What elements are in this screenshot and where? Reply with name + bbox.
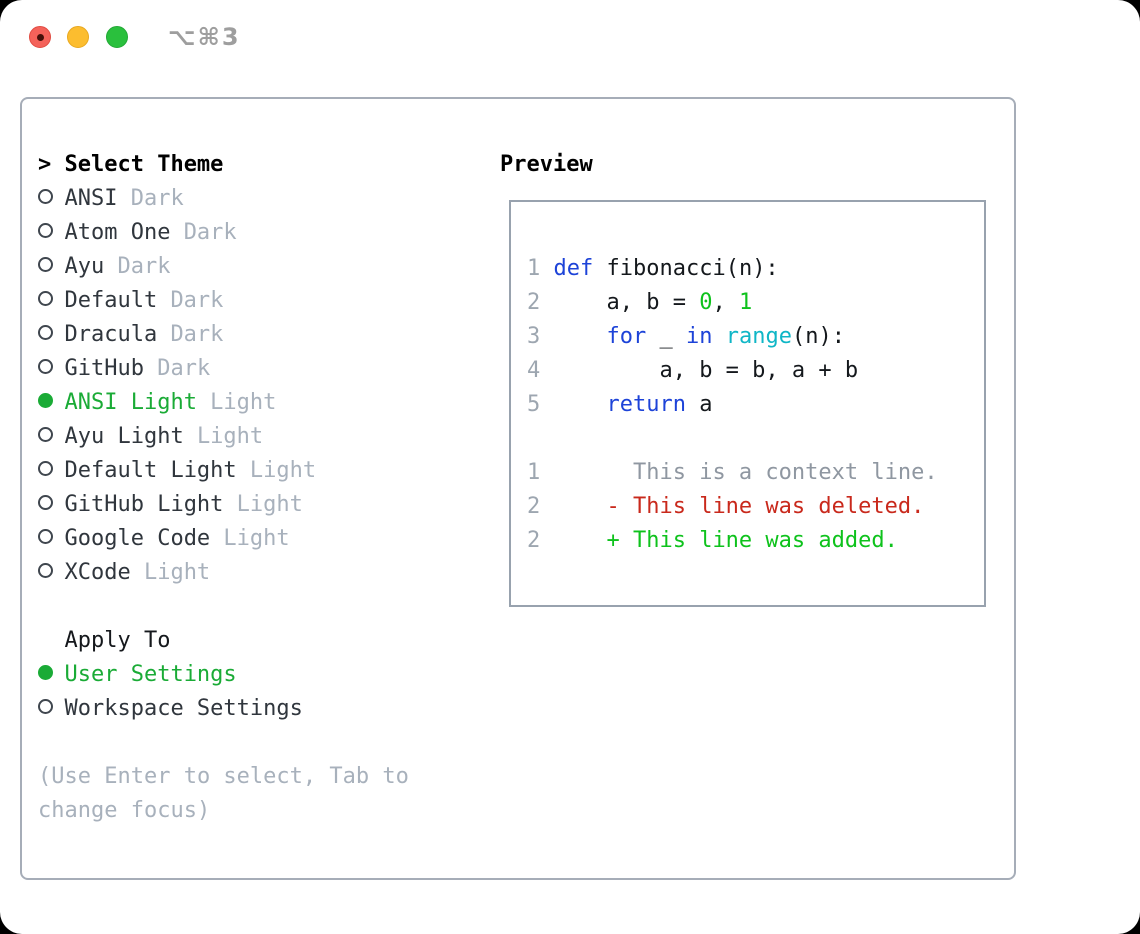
radio-icon xyxy=(38,182,64,216)
apply-to-header: Apply To xyxy=(38,624,409,658)
apply-option-label: Workspace Settings xyxy=(64,696,303,721)
radio-icon xyxy=(38,454,64,488)
code-line: 2 + This line was added. xyxy=(527,528,898,553)
code-line: 2 a, b = 0, 1 xyxy=(527,290,753,315)
theme-variant-tag: Light xyxy=(210,390,277,415)
theme-name: Dracula xyxy=(64,322,158,347)
radio-icon xyxy=(38,318,64,352)
radio-icon xyxy=(38,522,64,556)
prompt-caret-icon: > xyxy=(38,152,52,177)
close-button[interactable] xyxy=(29,26,51,48)
theme-name: ANSI xyxy=(64,186,118,211)
theme-name: Default Light xyxy=(64,458,237,483)
radio-icon xyxy=(38,250,64,284)
theme-option-atom-one-dark[interactable]: Atom One Dark xyxy=(38,216,409,250)
window-title-shortcut: ⌥⌘3 xyxy=(168,23,241,51)
theme-variant-tag: Light xyxy=(236,492,303,517)
apply-option-workspace-settings[interactable]: Workspace Settings xyxy=(38,692,409,726)
theme-option-github-light[interactable]: GitHub Light Light xyxy=(38,488,409,522)
theme-name: Google Code xyxy=(64,526,211,551)
theme-option-dracula-dark[interactable]: Dracula Dark xyxy=(38,318,409,352)
theme-option-ansi-light[interactable]: ANSI Light Light xyxy=(38,386,409,420)
radio-icon xyxy=(38,352,64,386)
radio-icon xyxy=(38,216,64,250)
spacer xyxy=(38,726,409,760)
code-line: 3 for _ in range(n): xyxy=(527,324,845,349)
window-titlebar: ⌥⌘3 xyxy=(0,0,1140,74)
theme-variant-tag: Dark xyxy=(130,186,184,211)
apply-option-label: User Settings xyxy=(64,662,237,687)
theme-option-ansi-dark[interactable]: ANSI Dark xyxy=(38,182,409,216)
zoom-button[interactable] xyxy=(106,26,128,48)
apply-option-user-settings[interactable]: User Settings xyxy=(38,658,409,692)
theme-name: Ayu Light xyxy=(64,424,184,449)
radio-icon xyxy=(38,386,64,420)
radio-icon xyxy=(38,284,64,318)
minimize-button[interactable] xyxy=(67,26,89,48)
select-theme-header: > Select Theme xyxy=(38,148,409,182)
code-line: 5 return a xyxy=(527,392,713,417)
code-line: 1 This is a context line. xyxy=(527,460,938,485)
theme-variant-tag: Light xyxy=(223,526,290,551)
theme-variant-tag: Dark xyxy=(183,220,237,245)
code-line: 1 def fibonacci(n): xyxy=(527,256,779,281)
preview-pane: Preview 1 def fibonacci(n): 2 a, b = 0, … xyxy=(500,148,986,607)
preview-box: 1 def fibonacci(n): 2 a, b = 0, 1 3 for … xyxy=(509,200,986,607)
theme-option-default-light[interactable]: Default Light Light xyxy=(38,454,409,488)
radio-icon xyxy=(38,692,64,726)
theme-name: ANSI Light xyxy=(64,390,197,415)
help-text-line-2: change focus) xyxy=(38,798,211,823)
theme-name: Atom One xyxy=(64,220,171,245)
help-text-line-1: (Use Enter to select, Tab to xyxy=(38,764,409,789)
theme-variant-tag: Dark xyxy=(170,322,224,347)
theme-variant-tag: Light xyxy=(196,424,264,449)
apply-to-label: Apply To xyxy=(64,628,171,653)
theme-name: GitHub xyxy=(64,356,144,381)
radio-icon xyxy=(38,420,64,454)
code-line: 4 a, b = b, a + b xyxy=(527,358,859,383)
theme-option-ayu-light[interactable]: Ayu Light Light xyxy=(38,420,409,454)
theme-name: GitHub Light xyxy=(64,492,224,517)
theme-option-xcode-light[interactable]: XCode Light xyxy=(38,556,409,590)
theme-variant-tag: Dark xyxy=(170,288,224,313)
theme-name: Ayu xyxy=(64,254,105,279)
preview-title: Preview xyxy=(500,152,593,177)
theme-name: Default xyxy=(64,288,158,313)
theme-option-default-dark[interactable]: Default Dark xyxy=(38,284,409,318)
theme-variant-tag: Dark xyxy=(117,254,171,279)
theme-variant-tag: Light xyxy=(143,560,211,585)
code-line xyxy=(527,422,984,456)
spacer xyxy=(38,590,409,624)
radio-icon xyxy=(38,658,64,692)
unsaved-indicator-dot-icon xyxy=(37,34,44,41)
theme-option-github-dark[interactable]: GitHub Dark xyxy=(38,352,409,386)
radio-icon xyxy=(38,556,64,590)
theme-variant-tag: Dark xyxy=(157,356,211,381)
theme-name: XCode xyxy=(64,560,131,585)
theme-option-google-code-light[interactable]: Google Code Light xyxy=(38,522,409,556)
radio-icon xyxy=(38,488,64,522)
select-theme-title: Select Theme xyxy=(64,152,224,177)
theme-variant-tag: Light xyxy=(249,458,317,483)
theme-option-ayu-dark[interactable]: Ayu Dark xyxy=(38,250,409,284)
code-line: 2 - This line was deleted. xyxy=(527,494,925,519)
